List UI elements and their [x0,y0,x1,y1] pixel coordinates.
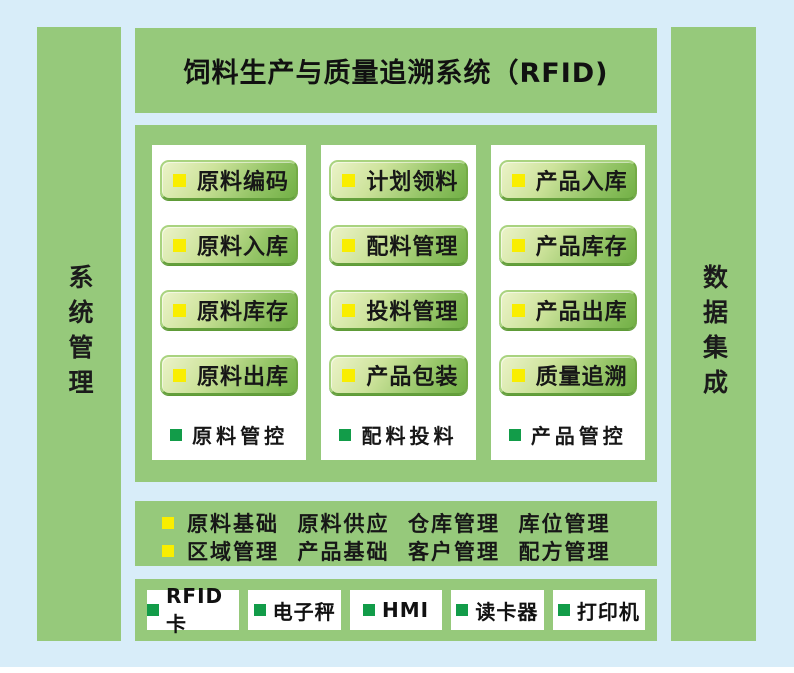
column-footer: 产品管控 [499,420,637,449]
right-sidebar-data-integration: 数据集成 [671,27,756,641]
base-module-item: 库位管理 [518,511,611,536]
left-bar-label: 系统管理 [65,264,94,404]
device-box-printer: 打印机 [552,590,646,630]
yellow-square-icon [342,173,356,187]
base-module-item: 区域管理 [187,539,279,564]
module-button-label: 原料编码 [197,170,290,195]
device-box-electronic-scale: 电子秤 [248,590,341,630]
module-button[interactable]: 原料编码 [160,160,299,200]
green-square-icon [339,428,352,441]
yellow-square-icon [342,368,356,382]
module-button[interactable]: 质量追溯 [498,355,637,395]
column-footer: 配料投料 [329,420,467,449]
green-square-icon [456,604,469,616]
device-label: HMI [381,598,430,622]
column-raw-material-control: 原料编码 原料入库 原料库存 原料出库 原料管控 [152,145,307,460]
module-button[interactable]: 配料管理 [329,225,468,265]
green-square-icon [253,604,266,616]
base-module-item: 产品基础 [297,539,390,564]
base-module-item: 原料基础 [187,511,279,536]
module-button-label: 产品出库 [535,300,628,325]
main-modules-panel: 原料编码 原料入库 原料库存 原料出库 原料管控 计划领料 [135,125,657,482]
column-footer-label: 配料投料 [361,424,458,448]
module-button-label: 产品包装 [366,365,459,390]
device-label: RFID卡 [166,583,224,636]
green-square-icon [362,604,375,616]
device-box-rfid-card: RFID卡 [147,584,240,636]
yellow-square-icon [162,516,174,529]
yellow-square-icon [162,544,174,557]
module-button[interactable]: 投料管理 [329,290,468,330]
base-module-item: 仓库管理 [408,511,500,536]
module-button[interactable]: 原料入库 [160,225,299,265]
module-button[interactable]: 原料出库 [160,355,299,395]
column-product-control: 产品入库 产品库存 产品出库 质量追溯 产品管控 [490,145,645,460]
device-label: 打印机 [576,599,640,624]
base-module-item: 配方管理 [518,539,611,564]
green-square-icon [147,604,159,616]
module-button-label: 计划领料 [366,170,459,195]
yellow-square-icon [342,238,356,252]
page-title: 饲料生产与质量追溯系统（RFID) [183,58,609,89]
column-footer-label: 原料管控 [192,424,289,448]
module-button-label: 投料管理 [366,300,459,325]
yellow-square-icon [511,238,525,252]
yellow-square-icon [173,368,186,382]
module-button-label: 产品入库 [535,170,628,195]
module-button-label: 配料管理 [366,235,459,260]
left-sidebar-system-management: 系统管理 [37,27,121,641]
base-module-item: 客户管理 [408,539,500,564]
title-bar: 饲料生产与质量追溯系统（RFID) [135,28,657,113]
module-button-label: 原料入库 [197,235,290,260]
module-button-label: 原料库存 [197,300,290,325]
device-box-hmi: HMI [349,590,443,630]
device-label: 电子秤 [272,599,336,624]
yellow-square-icon [511,303,525,317]
module-button[interactable]: 产品出库 [498,290,637,330]
column-footer-label: 产品管控 [530,424,627,448]
column-footer: 原料管控 [160,420,298,449]
yellow-square-icon [173,303,186,317]
module-button-label: 质量追溯 [535,365,628,390]
module-button[interactable]: 产品库存 [498,225,637,265]
bottom-margin-strip [0,667,794,673]
module-button-label: 原料出库 [197,365,290,390]
base-modules-panel: 原料基础 原料供应 仓库管理 库位管理 区域管理 产品基础 客户管理 配方管理 [135,501,657,566]
module-button-label: 产品库存 [535,235,628,260]
module-button[interactable]: 产品包装 [329,355,468,395]
green-square-icon [557,604,570,616]
device-box-card-reader: 读卡器 [451,590,544,630]
devices-panel: RFID卡 电子秤 HMI 读卡器 打印机 [135,579,657,641]
column-batching-feeding: 计划领料 配料管理 投料管理 产品包装 配料投料 [321,145,476,460]
yellow-square-icon [342,303,356,317]
green-square-icon [170,428,183,441]
green-square-icon [508,428,521,441]
module-button[interactable]: 计划领料 [329,160,468,200]
yellow-square-icon [173,173,186,187]
yellow-square-icon [511,173,525,187]
yellow-square-icon [173,238,186,252]
module-button[interactable]: 产品入库 [498,160,637,200]
yellow-square-icon [511,368,525,382]
module-button[interactable]: 原料库存 [160,290,299,330]
right-bar-label: 数据集成 [699,264,729,404]
base-module-item: 原料供应 [297,511,390,536]
device-label: 读卡器 [475,599,539,624]
